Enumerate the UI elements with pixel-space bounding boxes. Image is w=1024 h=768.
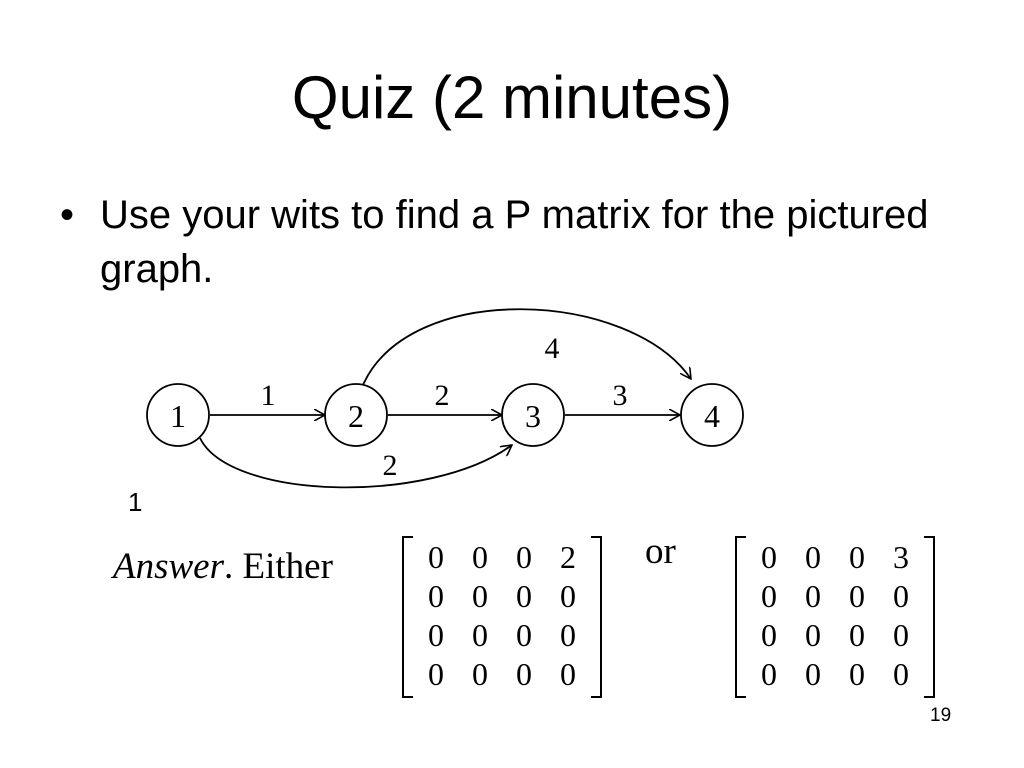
matrix-cell: 0 (472, 617, 488, 653)
matrix-cell: 0 (849, 578, 865, 614)
edge-weight-label: 1 (261, 379, 276, 412)
matrix-cell: 0 (516, 617, 532, 653)
matrix-cell: 0 (560, 617, 576, 653)
matrix-bracket-left (402, 536, 413, 698)
bullet-dot: • (60, 193, 75, 237)
matrix-cell: 0 (893, 617, 909, 653)
matrix-cell: 0 (849, 656, 865, 692)
slide-title: Quiz (2 minutes) (291, 64, 733, 131)
matrix-cell: 0 (761, 539, 777, 575)
matrix-cell: 0 (849, 539, 865, 575)
graph-node: 3 (501, 383, 565, 447)
matrix-cell: 0 (805, 578, 821, 614)
matrix-cell: 3 (893, 539, 909, 575)
matrix-cell: 0 (805, 539, 821, 575)
matrix-cell: 0 (428, 617, 444, 653)
matrix-cell: 0 (761, 578, 777, 614)
matrix-cell: 0 (849, 617, 865, 653)
edge-1-3 (199, 437, 512, 489)
matrix-cell: 0 (761, 656, 777, 692)
or-connector: or (645, 531, 676, 572)
weighted-graph: 1 2 3 4 1 2 3 4 2 (146, 308, 744, 489)
edge-weight-label: 4 (545, 332, 560, 365)
matrix-cell: 0 (805, 617, 821, 653)
answer-label: Answer. Either (113, 545, 333, 588)
graph-node: 1 (146, 383, 210, 447)
node-label: 3 (525, 398, 541, 434)
matrix-cell: 0 (805, 656, 821, 692)
graph-node: 2 (324, 383, 388, 447)
matrix-cell: 0 (428, 656, 444, 692)
graph-node: 4 (680, 383, 744, 447)
matrix-cell: 0 (893, 578, 909, 614)
node-label: 4 (704, 398, 720, 434)
edge-2-4 (362, 308, 691, 386)
matrix-cell: 0 (516, 578, 532, 614)
matrix-bracket-right (591, 536, 602, 698)
bullet-text: Use your wits to find a P matrix for the… (100, 193, 929, 291)
matrix-cell: 0 (893, 656, 909, 692)
stray-mark: 1 (128, 487, 143, 517)
node-label: 1 (170, 398, 186, 434)
matrix-cell: 0 (472, 656, 488, 692)
answer-word: Answer (113, 546, 224, 587)
matrix-cell: 0 (472, 578, 488, 614)
matrix-cell: 0 (560, 578, 576, 614)
node-label: 2 (348, 398, 364, 434)
matrix-cell: 0 (472, 539, 488, 575)
matrix-bracket-left (735, 536, 746, 698)
edge-weight-label: 3 (613, 379, 628, 412)
matrix-cell: 0 (516, 539, 532, 575)
matrix-bracket-right (924, 536, 935, 698)
matrix-cell: 0 (761, 617, 777, 653)
answer-either: . Either (224, 546, 333, 587)
matrix-cell: 0 (516, 656, 532, 692)
matrix-cell: 2 (560, 539, 576, 575)
matrix-cell: 0 (428, 539, 444, 575)
matrix-cell: 0 (560, 656, 576, 692)
page-number: 19 (930, 705, 952, 726)
matrix-cell: 0 (428, 578, 444, 614)
edge-weight-label: 2 (383, 449, 398, 482)
edge-weight-label: 2 (435, 379, 450, 412)
